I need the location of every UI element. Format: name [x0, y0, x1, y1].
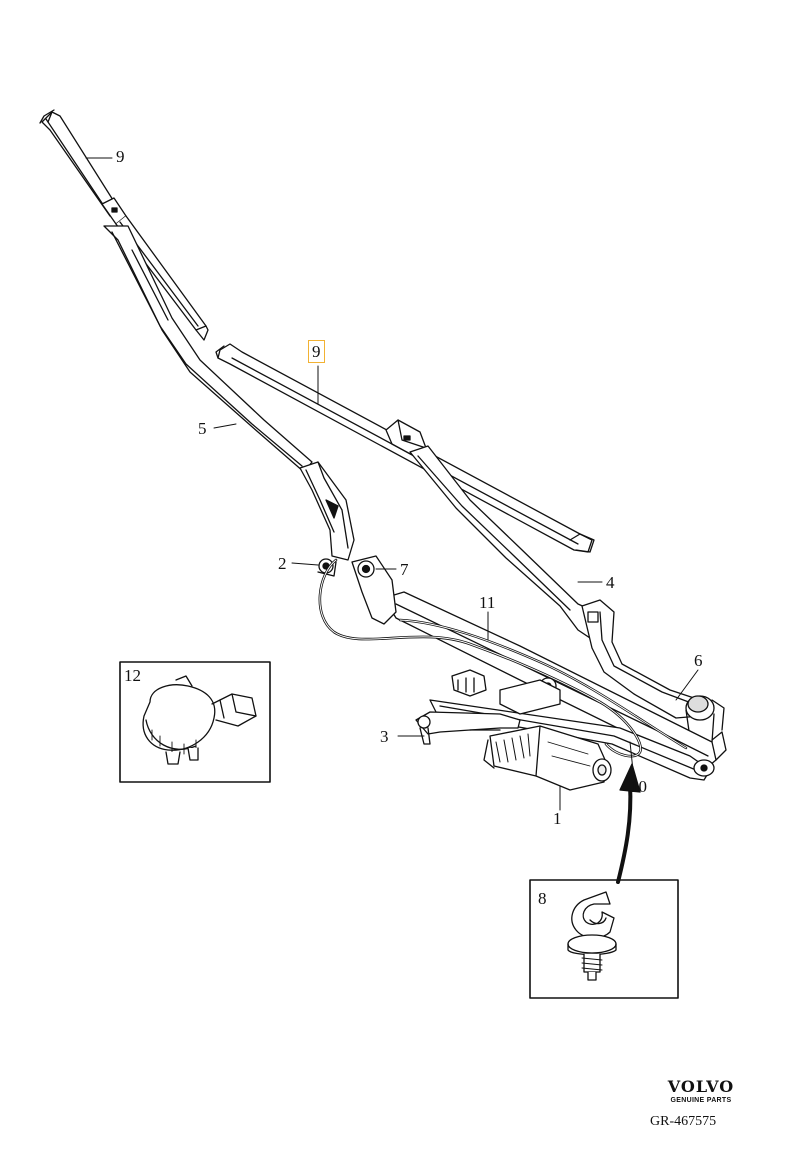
- callout-12: 12: [124, 666, 141, 685]
- callout-7: 7: [400, 560, 409, 579]
- wiper-blade-right[interactable]: [215, 343, 595, 553]
- hose-clip[interactable]: [567, 891, 617, 981]
- wiper-motor[interactable]: [483, 725, 612, 791]
- brand-logo: VOLVO: [667, 1077, 735, 1096]
- callout-2: 2: [278, 554, 287, 573]
- callout-9-upper: 9: [116, 147, 125, 166]
- callout-4: 4: [606, 573, 615, 592]
- pivot-housing-right[interactable]: [685, 695, 725, 743]
- callout-9-lower: 9: [308, 340, 325, 363]
- wiper-arm-left[interactable]: [103, 225, 355, 561]
- diagram-reference: GR-467575: [650, 1114, 717, 1129]
- callout-5: 5: [198, 419, 207, 438]
- callout-1: 1: [553, 809, 562, 828]
- rain-sensor[interactable]: [142, 675, 257, 765]
- callout-8: 8: [538, 889, 547, 908]
- wiper-arm-right[interactable]: [409, 445, 701, 719]
- callout-6: 6: [694, 651, 703, 670]
- leader-lines: [85, 157, 699, 811]
- callout-10: 10: [630, 777, 647, 796]
- wiper-blade-left[interactable]: [39, 109, 209, 341]
- callout-11: 11: [479, 593, 496, 612]
- crank-arm[interactable]: [415, 711, 521, 745]
- brand-tagline: GENUINE PARTS: [670, 1097, 732, 1104]
- callout-3: 3: [380, 727, 389, 746]
- pointer-arrow: [616, 763, 641, 884]
- washer-hose[interactable]: [318, 558, 688, 758]
